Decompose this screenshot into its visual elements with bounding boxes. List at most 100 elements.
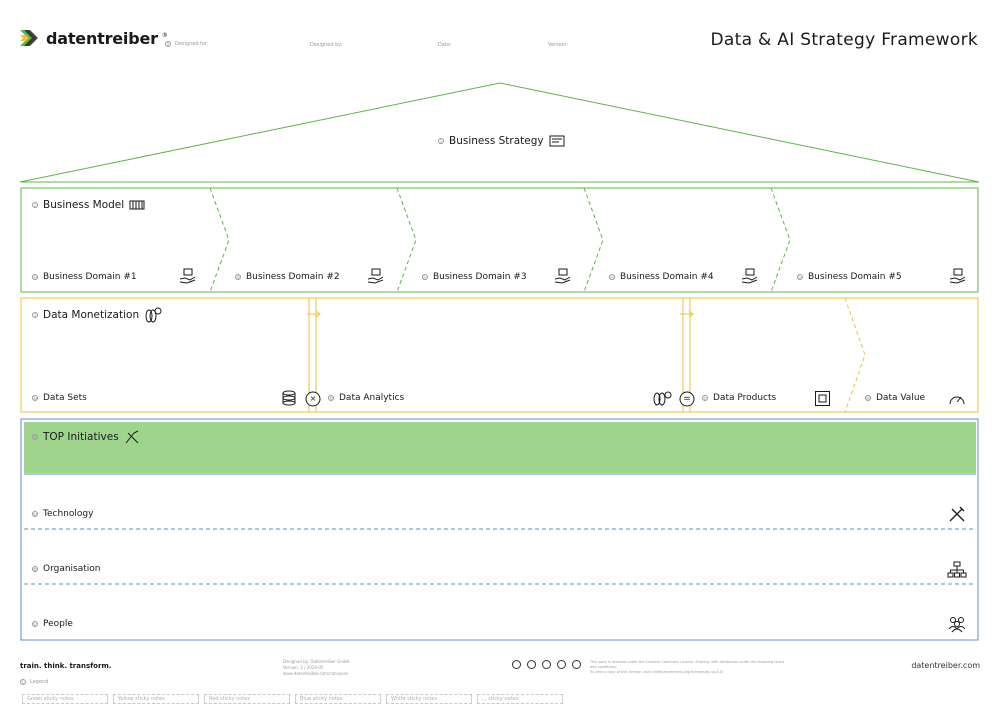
license-text: This work is licensed under the Creative… <box>590 660 790 675</box>
section-number: 4 <box>32 434 38 440</box>
logo-mark-icon <box>20 30 38 46</box>
sticky-legend-item: ... sticky notes <box>477 694 563 704</box>
section-number: 3 <box>32 312 38 318</box>
item-number: 3b <box>328 395 334 401</box>
legend-number: L <box>20 679 26 685</box>
technology-field[interactable]: 4a Technology <box>32 509 93 519</box>
data-monetization-box <box>20 297 979 413</box>
hand-box-icon <box>179 268 196 284</box>
coins-icon <box>145 307 162 323</box>
people-field[interactable]: 4c People <box>32 619 73 629</box>
item-number: 4b <box>32 566 38 572</box>
business-domain-5[interactable]: 2e Business Domain #5 <box>797 272 902 282</box>
designed-for-label: Designed for: <box>175 41 209 47</box>
equals-operator: = <box>683 394 691 404</box>
data-value-label: Data Value <box>876 393 926 403</box>
business-model-icon <box>129 200 145 210</box>
domain-number: 2e <box>797 274 803 280</box>
field-number: 0 <box>165 41 171 47</box>
business-domain-2[interactable]: 2b Business Domain #2 <box>235 272 340 282</box>
domain-label: Business Domain #1 <box>43 272 137 282</box>
page-title: Data & AI Strategy Framework <box>710 30 978 50</box>
domain-label: Business Domain #3 <box>433 272 527 282</box>
sticky-legend: Green sticky notes Yellow sticky notes R… <box>22 694 563 704</box>
section-number: 2 <box>32 202 38 208</box>
website-link[interactable]: datentreiber.com <box>911 661 980 670</box>
credit-line: Version: 2 / 2024-05 <box>283 665 324 670</box>
data-monetization-title[interactable]: 3 Data Monetization <box>32 307 162 323</box>
strategy-arrows-icon <box>125 430 139 444</box>
business-model-box <box>20 187 979 293</box>
cc-icon <box>512 660 521 669</box>
credits: Designed by: Datentreiber GmbH Version: … <box>283 659 350 677</box>
designed-for-field[interactable]: 0 Designed for: <box>165 41 209 47</box>
data-products-label: Data Products <box>713 393 777 403</box>
item-number: 3c <box>702 395 708 401</box>
hand-box-icon <box>949 268 966 284</box>
organisation-label: Organisation <box>43 564 101 574</box>
domain-number: 2d <box>609 274 615 280</box>
people-group-icon <box>948 617 966 633</box>
strategy-board-icon <box>549 135 565 147</box>
item-number: 3a <box>32 395 38 401</box>
business-model-title[interactable]: 2 Business Model <box>32 198 145 212</box>
data-products-field[interactable]: 3c Data Products <box>702 393 776 403</box>
sticky-legend-item: Yellow sticky notes <box>113 694 199 704</box>
logo: datentreiber ® <box>20 28 168 48</box>
logo-registered: ® <box>161 32 168 39</box>
data-analytics-field[interactable]: 3b Data Analytics <box>328 393 404 403</box>
top-initiatives-band <box>24 422 976 473</box>
domain-number: 2a <box>32 274 38 280</box>
license-line: To view a copy of this license, visit cr… <box>590 670 724 674</box>
domain-label: Business Domain #5 <box>808 272 902 282</box>
organisation-field[interactable]: 4b Organisation <box>32 564 101 574</box>
version-label[interactable]: Version: <box>548 42 569 48</box>
data-value-field[interactable]: 3d Data Value <box>865 393 925 403</box>
business-domain-4[interactable]: 2d Business Domain #4 <box>609 272 714 282</box>
business-strategy-label: Business Strategy <box>449 135 544 147</box>
item-number: 3d <box>865 395 871 401</box>
data-monetization-label: Data Monetization <box>43 309 140 321</box>
data-analytics-label: Data Analytics <box>339 393 405 403</box>
hand-box-icon <box>367 268 384 284</box>
hand-box-icon <box>741 268 758 284</box>
domain-number: 2b <box>235 274 241 280</box>
sticky-legend-item: Red sticky notes <box>204 694 290 704</box>
section-number: 1 <box>438 138 444 144</box>
legend: L Legend <box>20 679 48 685</box>
item-number: 4a <box>32 511 38 517</box>
data-sets-field[interactable]: 3a Data Sets <box>32 393 87 403</box>
sticky-legend-item: Blue sticky notes <box>295 694 381 704</box>
domain-label: Business Domain #2 <box>246 272 340 282</box>
domain-label: Business Domain #4 <box>620 272 714 282</box>
business-model-label: Business Model <box>43 199 125 211</box>
technology-label: Technology <box>43 509 94 519</box>
business-strategy-title[interactable]: 1 Business Strategy <box>438 134 565 148</box>
coins-icon <box>653 391 672 406</box>
product-box-icon <box>815 391 830 406</box>
people-label: People <box>43 619 73 629</box>
date-label[interactable]: Date: <box>438 42 452 48</box>
database-stack-icon <box>282 390 296 406</box>
credit-line: www.datentreiber.com/canvases <box>283 671 349 676</box>
license-icons <box>512 660 581 669</box>
tools-icon <box>949 506 965 522</box>
org-chart-icon <box>947 561 967 578</box>
business-domain-3[interactable]: 2c Business Domain #3 <box>422 272 527 282</box>
designed-by-label[interactable]: Designed by: <box>310 42 343 48</box>
tagline: train. think. transform. <box>20 662 112 670</box>
domain-number: 2c <box>422 274 428 280</box>
hand-box-icon <box>554 268 571 284</box>
attribution-icon <box>527 660 536 669</box>
data-sets-label: Data Sets <box>43 393 87 403</box>
gauge-icon <box>949 396 965 405</box>
business-domain-1[interactable]: 2a Business Domain #1 <box>32 272 137 282</box>
top-initiatives-title[interactable]: 4 TOP Initiatives <box>32 429 142 445</box>
license-line: This work is licensed under the Creative… <box>590 660 785 669</box>
share-alike-icon <box>542 660 551 669</box>
logo-text: datentreiber <box>46 28 158 48</box>
business-strategy-roof <box>19 82 980 183</box>
credit-line: Designed by: Datentreiber GmbH <box>283 659 350 664</box>
sticky-legend-item: White sticky notes <box>386 694 472 704</box>
